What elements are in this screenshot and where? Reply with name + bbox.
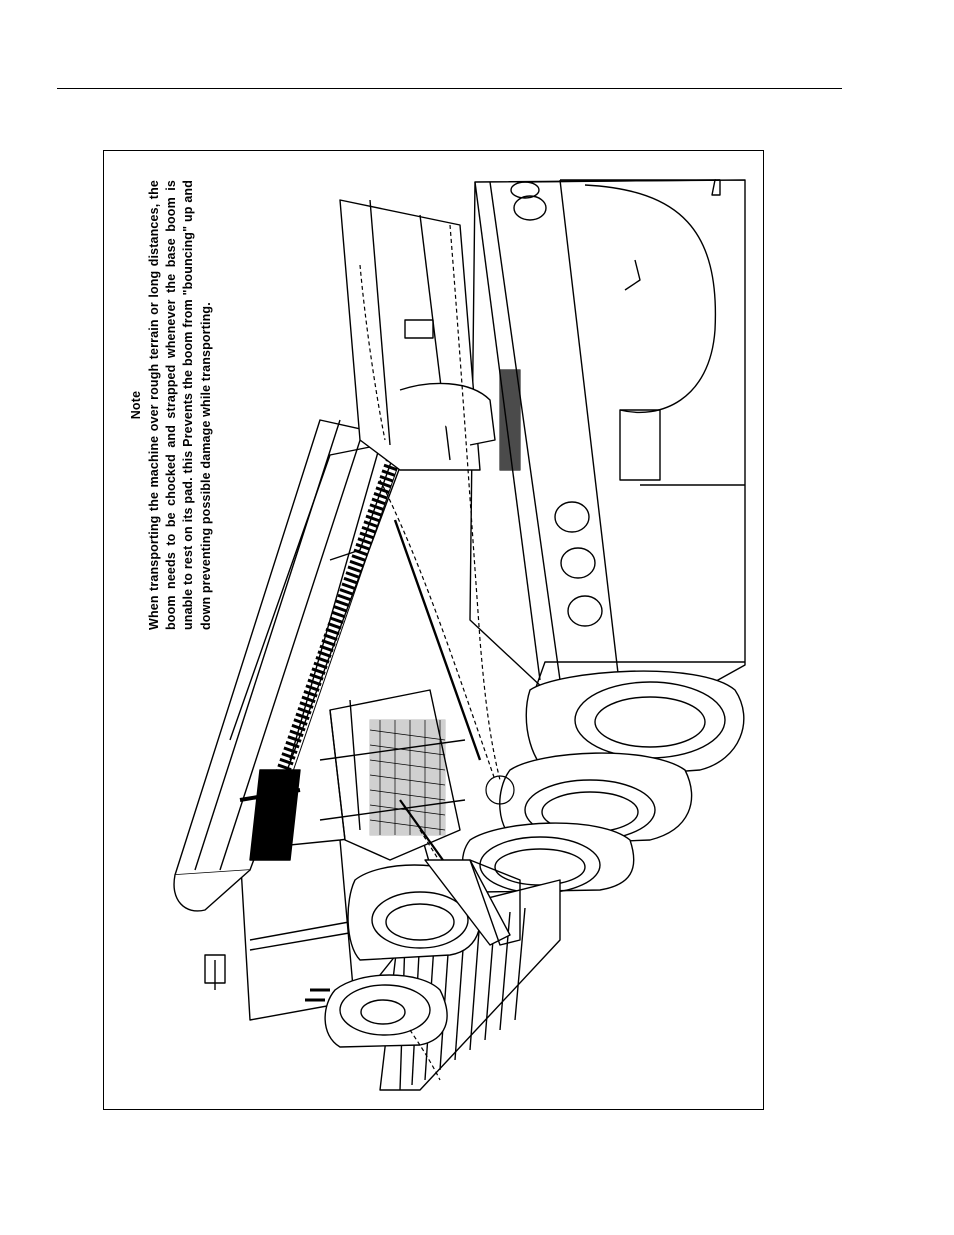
trailer-deck [469,179,746,691]
note-block: Note When transporting the machine over … [128,180,226,630]
deck-holes [510,181,603,627]
boom-assembly [173,379,421,912]
trailer-wheels [461,184,745,894]
header-rule [57,88,842,89]
note-body: When transporting the machine over rough… [147,180,213,630]
platform-basket [319,689,466,861]
note-title: Note [129,390,143,420]
figure-frame [103,150,764,1110]
wheel-chocks [424,859,521,946]
base-boom [339,199,521,471]
